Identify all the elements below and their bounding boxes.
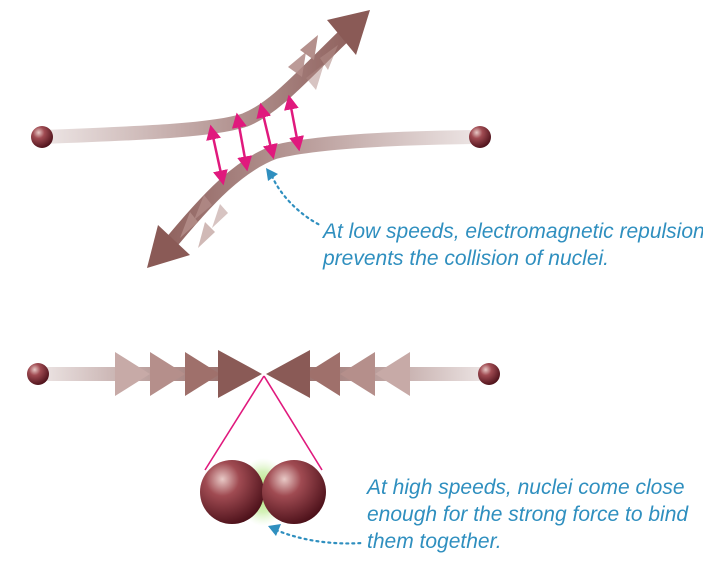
caption-high-speed-line2: enough for the strong force to bind (367, 501, 688, 528)
repulsion-arrow-3 (262, 110, 272, 152)
chevrons-right-incoming (266, 350, 410, 398)
trail-upper-deflected (42, 30, 350, 137)
pointer-high-speed-head (268, 524, 281, 536)
pointer-low-speed (272, 176, 320, 225)
pointer-high-speed (276, 530, 362, 543)
nucleus-top-right (469, 126, 491, 148)
caption-high-speed-line3: them together. (367, 528, 688, 555)
caption-low-speed-line2: prevents the collision of nuclei. (323, 245, 703, 272)
nucleus-top-left (31, 126, 53, 148)
fused-nucleus-right (262, 460, 326, 524)
repulsion-arrow-1 (212, 132, 222, 178)
caption-low-speed-line1: At low speeds, electromagnetic repulsion (323, 218, 703, 245)
fused-nucleus-left (200, 460, 264, 524)
nucleus-bottom-right (478, 363, 500, 385)
caption-high-speed-line1: At high speeds, nuclei come close (367, 474, 688, 501)
repulsion-arrow-4 (290, 102, 298, 144)
nucleus-bottom-left (27, 363, 49, 385)
pointer-low-speed-head (266, 168, 278, 181)
chevrons-left-incoming (115, 350, 262, 398)
chevrons-lower-arm (180, 195, 228, 248)
caption-high-speed: At high speeds, nuclei come close enough… (367, 474, 688, 555)
caption-low-speed: At low speeds, electromagnetic repulsion… (323, 218, 703, 272)
